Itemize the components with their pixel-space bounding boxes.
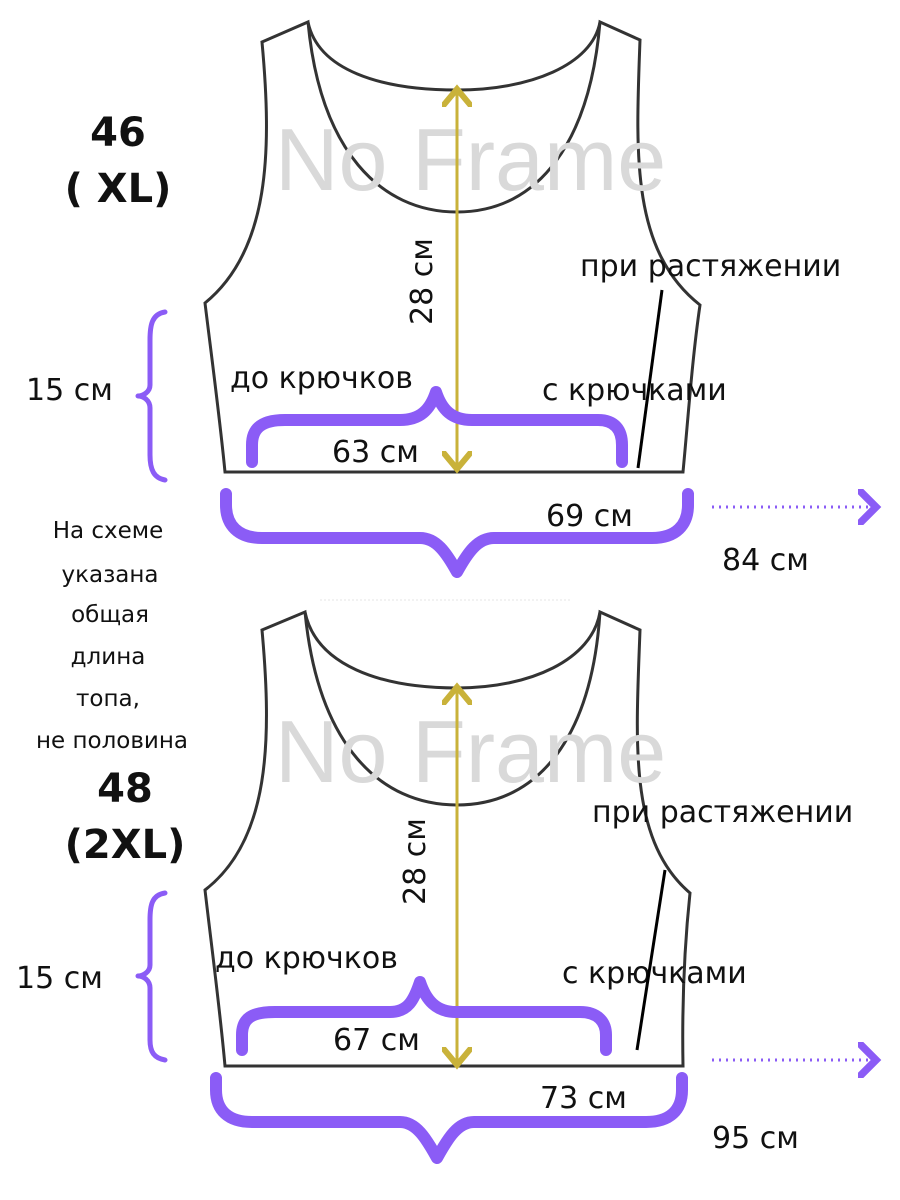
size-letter: ( XL) — [65, 166, 172, 212]
size-letter: (2XL) — [65, 822, 186, 868]
band-height-label: 15 см — [16, 961, 103, 996]
band-height-label: 15 см — [26, 373, 113, 408]
watermark: No Frame — [275, 110, 666, 209]
with-hooks-label: с крючками — [542, 373, 727, 408]
stretched-value: 95 см — [712, 1121, 799, 1156]
with-hooks-value: 73 см — [540, 1081, 627, 1116]
note-line: указана — [61, 562, 158, 588]
note-line: На схеме — [53, 518, 164, 544]
size-48-section: No Frame 28 см 15 см до крючков 67 см с … — [16, 609, 876, 1164]
band-height-brace — [135, 309, 168, 483]
with-hooks-brace — [220, 488, 694, 578]
size-number: 48 — [97, 766, 153, 812]
before-hooks-label: до крючков — [230, 361, 413, 396]
note-line: топа, — [76, 686, 140, 712]
with-hooks-label: с крючками — [562, 956, 747, 991]
before-hooks-brace — [236, 976, 612, 1056]
stretched-label: при растяжении — [580, 249, 841, 284]
before-hooks-brace — [246, 386, 628, 468]
band-height-brace — [135, 890, 168, 1063]
stretched-pointer-line — [635, 869, 667, 1051]
back-neckline — [303, 611, 602, 690]
note-line: общая — [71, 602, 149, 628]
with-hooks-value: 69 см — [546, 499, 633, 534]
size-46-section: No Frame 28 см 15 см до крючков 63 см с … — [26, 19, 876, 578]
size-number: 46 — [90, 110, 146, 156]
note-line: длина — [71, 644, 146, 670]
note-line: не половина — [36, 728, 188, 754]
note-text: На схеме указана общая длина топа, не по… — [36, 518, 188, 754]
before-hooks-value: 63 см — [332, 435, 419, 470]
top-garment-outline — [203, 609, 692, 1068]
length-label: 28 см — [405, 238, 440, 325]
stretched-pointer-line — [636, 289, 664, 469]
before-hooks-label: до крючков — [215, 941, 398, 976]
stretched-value: 84 см — [722, 543, 809, 578]
watermark: No Frame — [275, 702, 666, 801]
before-hooks-value: 67 см — [333, 1023, 420, 1058]
stretched-label: при растяжении — [592, 795, 853, 830]
back-neckline — [306, 21, 602, 92]
with-hooks-brace — [210, 1072, 688, 1164]
length-label: 28 см — [398, 818, 433, 905]
